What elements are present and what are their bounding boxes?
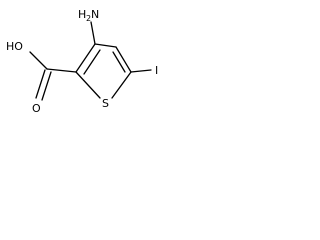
sulfur-label: S (102, 97, 109, 110)
bond-c2-s (75, 71, 101, 99)
bond-c-o-double-b (41, 71, 52, 101)
bond-c5-c4 (115, 46, 132, 73)
iodine-label: I (155, 64, 158, 77)
bond-c-o-double-a (35, 69, 46, 99)
bond-c3-c2-inner (83, 49, 101, 75)
bond-c2-ccooh (46, 68, 77, 73)
hydroxyl-label: HO (6, 40, 23, 53)
amino-n-label: N (91, 8, 99, 21)
amino-h-label: H (78, 8, 86, 21)
amino-subscript: 2 (86, 14, 91, 23)
carbonyl-oxygen-label: O (32, 102, 41, 115)
bond-c-oh (29, 51, 48, 70)
bond-c3-n (90, 21, 96, 45)
bond-s-c5 (111, 71, 132, 99)
structure-diagram: H 2 N HO O S I (6, 8, 158, 115)
bond-c5-c4-inner (112, 51, 126, 73)
bond-c4-c3 (94, 43, 117, 48)
bond-c3-c2 (75, 43, 96, 73)
thiophene-ring (75, 43, 132, 99)
bond-c5-i (130, 69, 152, 73)
